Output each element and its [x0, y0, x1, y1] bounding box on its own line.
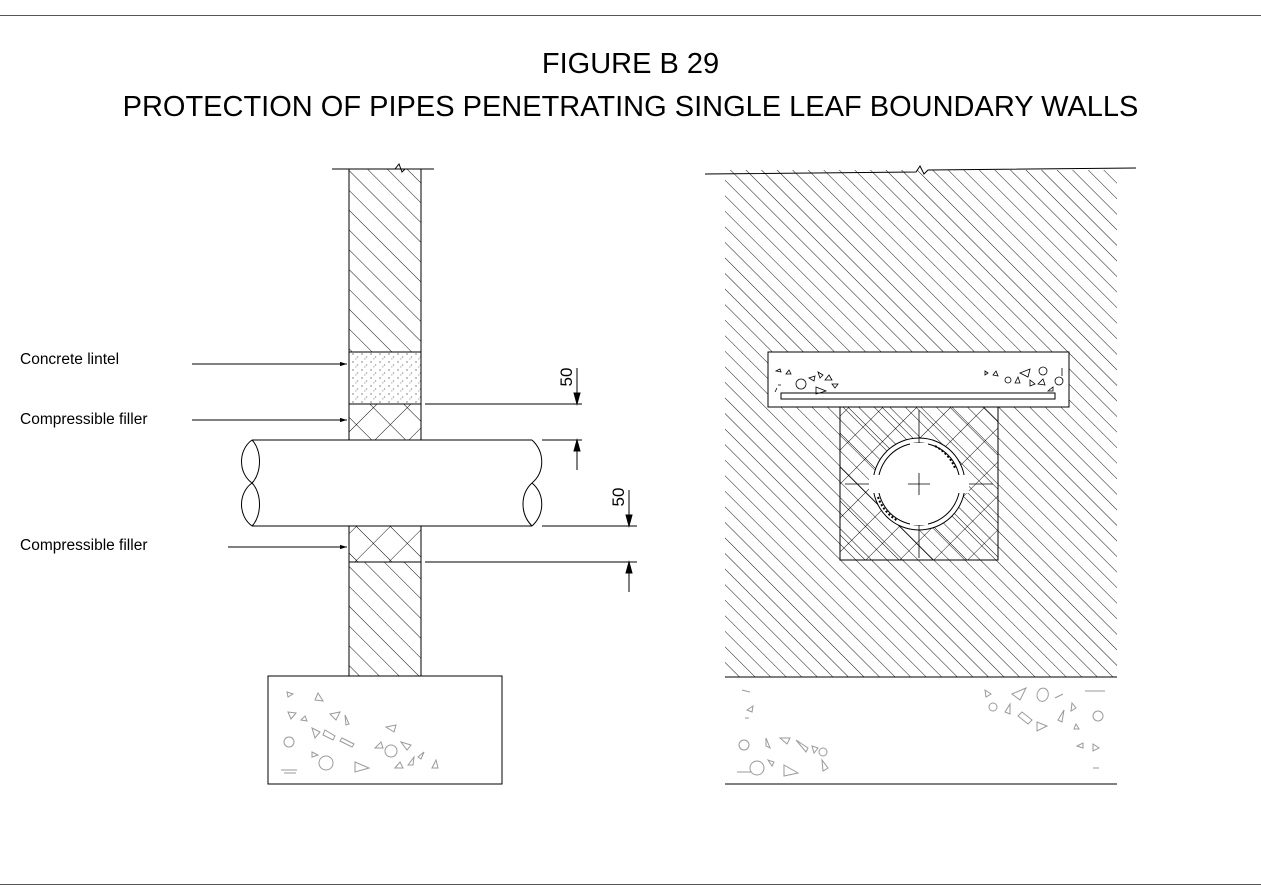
pipe-end-view: [845, 410, 993, 558]
label-compressible-filler-upper: Compressible filler: [20, 411, 148, 428]
wall-lower: [348, 561, 422, 677]
concrete-footing: [267, 675, 503, 785]
elevation-view: [704, 165, 1137, 785]
wall-upper: [348, 168, 422, 353]
bottom-border-rule: [0, 884, 1261, 885]
concrete-footing-elevation: [725, 687, 1117, 785]
label-concrete-lintel: Concrete lintel: [20, 351, 120, 368]
dimension-upper-label: 50: [557, 368, 576, 387]
concrete-lintel: [348, 351, 422, 405]
figure-number: FIGURE B 29: [541, 48, 720, 80]
label-compressible-filler-lower: Compressible filler: [20, 537, 148, 554]
dimension-lower-label: 50: [609, 488, 628, 507]
top-border-rule: [0, 15, 1261, 16]
concrete-lintel-elevation: [767, 351, 1070, 408]
section-view: 50 50: [192, 163, 637, 785]
compressible-filler-lower: [348, 525, 422, 563]
compressible-filler-upper: [348, 403, 422, 441]
pipe-side-view: [241, 439, 543, 527]
figure-title: PROTECTION OF PIPES PENETRATING SINGLE L…: [122, 91, 1139, 123]
